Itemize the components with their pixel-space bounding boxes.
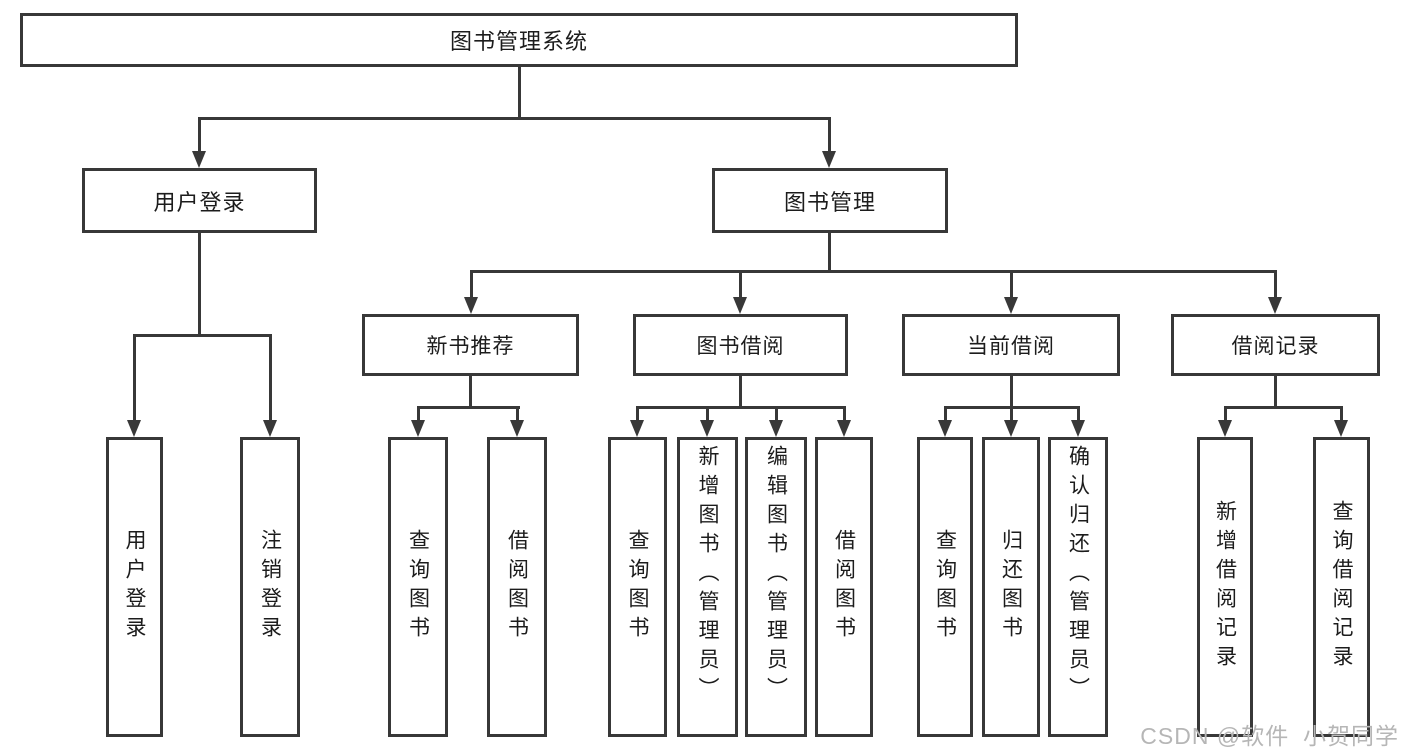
node-label: 图书管理 <box>783 189 876 215</box>
node-library-system: 图书管理系统 <box>20 13 1018 67</box>
connector-vline <box>1274 376 1277 409</box>
node-label: 当前借阅 <box>967 335 1055 358</box>
node-label: 图书管理系统 <box>449 29 588 54</box>
leaf-add-book-admin: 新增图书（管理员） <box>677 437 738 737</box>
connector-hline <box>198 117 831 120</box>
leaf-borrow-books: 借阅图书 <box>815 437 873 737</box>
node-label: 新增借阅记录 <box>1213 500 1237 674</box>
connector-vline <box>516 406 519 422</box>
watermark: CSDN @软件_小贺同学 <box>1140 723 1399 747</box>
connector-hline <box>133 334 272 337</box>
leaf-query-books-borrowing: 查询图书 <box>608 437 667 737</box>
connector-vline <box>469 376 472 409</box>
arrow-down-icon <box>263 420 277 437</box>
arrow-down-icon <box>938 420 952 437</box>
node-label: 查询图书 <box>933 529 957 645</box>
connector-vline <box>739 270 742 299</box>
node-book-borrowing: 图书借阅 <box>633 314 848 376</box>
leaf-borrow-books-recommend: 借阅图书 <box>487 437 547 737</box>
node-borrowing-records: 借阅记录 <box>1171 314 1380 376</box>
node-label: 新增图书（管理员） <box>696 445 719 706</box>
arrow-down-icon <box>822 151 836 168</box>
arrow-down-icon <box>733 297 747 314</box>
leaf-query-books-current: 查询图书 <box>917 437 973 737</box>
node-current-borrowing: 当前借阅 <box>902 314 1120 376</box>
leaf-logout: 注销登录 <box>240 437 300 737</box>
leaf-query-borrow-record: 查询借阅记录 <box>1313 437 1370 737</box>
arrow-down-icon <box>837 420 851 437</box>
arrow-down-icon <box>1334 420 1348 437</box>
connector-vline <box>198 117 201 153</box>
arrow-down-icon <box>700 420 714 437</box>
arrow-down-icon <box>769 420 783 437</box>
arrow-down-icon <box>1004 297 1018 314</box>
connector-vline <box>1077 406 1080 422</box>
connector-vline <box>944 406 947 422</box>
arrow-down-icon <box>1218 420 1232 437</box>
connector-hline <box>636 406 846 409</box>
node-user-login: 用户登录 <box>82 168 317 233</box>
arrow-down-icon <box>127 420 141 437</box>
node-label: 查询图书 <box>406 529 430 645</box>
connector-vline <box>1010 406 1013 422</box>
node-label: 借阅图书 <box>505 529 529 645</box>
connector-vline <box>1274 270 1277 299</box>
connector-vline <box>269 334 272 422</box>
arrow-down-icon <box>1004 420 1018 437</box>
node-new-book-recommendation: 新书推荐 <box>362 314 579 376</box>
connector-vline <box>198 233 201 337</box>
connector-vline <box>1224 406 1227 422</box>
arrow-down-icon <box>510 420 524 437</box>
node-label: 查询图书 <box>626 529 649 645</box>
node-label: 图书借阅 <box>696 335 785 358</box>
arrow-down-icon <box>464 297 478 314</box>
leaf-user-login: 用户登录 <box>106 437 163 737</box>
connector-vline <box>1010 270 1013 299</box>
connector-vline <box>739 376 742 409</box>
leaf-edit-book-admin: 编辑图书（管理员） <box>745 437 807 737</box>
node-label: 编辑图书（管理员） <box>764 445 788 706</box>
node-label: 用户登录 <box>153 189 246 215</box>
connector-vline <box>133 334 136 422</box>
connector-vline <box>1010 376 1013 409</box>
node-label: 借阅图书 <box>832 529 856 645</box>
node-book-management: 图书管理 <box>712 168 948 233</box>
connector-vline <box>518 67 521 120</box>
leaf-add-borrow-record: 新增借阅记录 <box>1197 437 1253 737</box>
arrow-down-icon <box>630 420 644 437</box>
node-label: 查询借阅记录 <box>1330 500 1353 674</box>
node-label: 确认归还（管理员） <box>1066 445 1090 706</box>
connector-hline <box>470 270 1277 273</box>
connector-hline <box>417 406 520 409</box>
leaf-return-books: 归还图书 <box>982 437 1040 737</box>
node-label: 借阅记录 <box>1231 335 1320 358</box>
arrow-down-icon <box>192 151 206 168</box>
connector-vline <box>843 406 846 422</box>
connector-vline <box>706 406 709 422</box>
connector-vline <box>636 406 639 422</box>
connector-vline <box>417 406 420 422</box>
node-label: 归还图书 <box>999 529 1023 645</box>
arrow-down-icon <box>1268 297 1282 314</box>
node-label: 新书推荐 <box>426 335 515 358</box>
node-label: 注销登录 <box>258 529 282 645</box>
leaf-query-books-recommend: 查询图书 <box>388 437 448 737</box>
connector-vline <box>470 270 473 299</box>
arrow-down-icon <box>1071 420 1085 437</box>
arrow-down-icon <box>411 420 425 437</box>
leaf-confirm-return-admin: 确认归还（管理员） <box>1048 437 1108 737</box>
node-label: 用户登录 <box>123 529 146 645</box>
connector-vline <box>1340 406 1343 422</box>
connector-vline <box>828 117 831 153</box>
connector-vline <box>775 406 778 422</box>
connector-hline <box>1224 406 1343 409</box>
connector-vline <box>828 233 831 273</box>
